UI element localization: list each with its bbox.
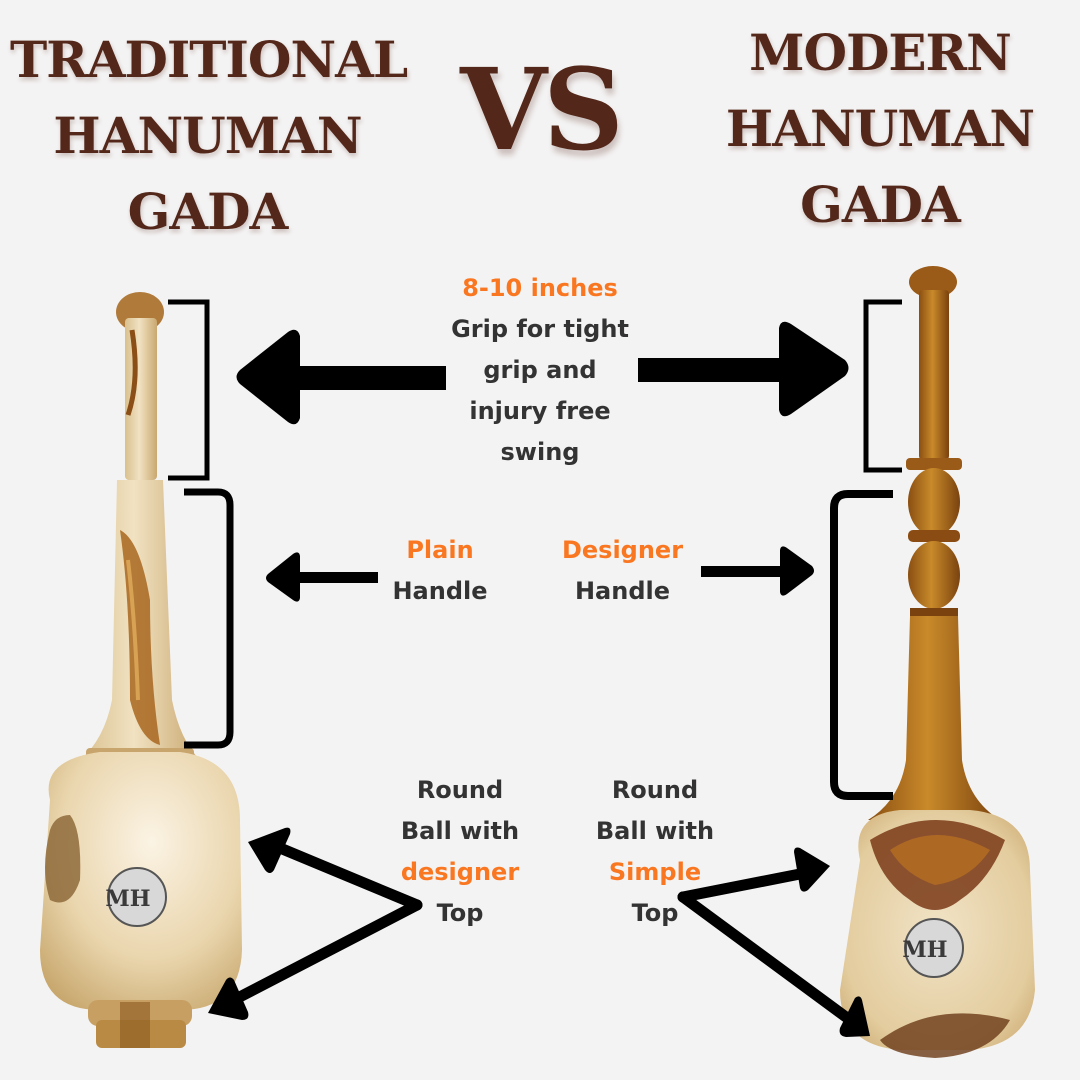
title-line: GADA (127, 182, 289, 241)
grip-annotation: 8-10 inches Grip for tight grip and inju… (420, 268, 660, 473)
designer-handle-annotation: Designer Handle (540, 530, 705, 612)
simple-top-ball-annotation: Round Ball with Simple Top (575, 770, 735, 934)
handle-label: Handle (392, 577, 488, 605)
bracket-left-handle (184, 488, 234, 749)
designer-top-ball-annotation: Round Ball with designer Top (380, 770, 540, 934)
arrow-left-ball-icon (208, 827, 423, 1020)
modern-gada: MH (840, 266, 1035, 1058)
bracket-right-grip (863, 299, 902, 473)
arrow-left-grip-icon (236, 329, 446, 425)
arrow-right-handle-icon (701, 546, 814, 596)
grip-text-line: injury free (469, 397, 611, 425)
ball-text-line: Round (416, 776, 504, 804)
plain-handle-annotation: Plain Handle (370, 530, 510, 612)
title-line: MODERN (749, 23, 1012, 82)
bracket-left-grip (168, 299, 210, 481)
traditional-gada: MH (40, 292, 242, 1048)
ball-text-line: Round (611, 776, 699, 804)
title-line: HANUMAN (725, 99, 1035, 158)
badge-letter-m: MH (902, 937, 947, 963)
title-line: TRADITIONAL (10, 30, 408, 89)
ball-top-type: Simple (608, 858, 702, 886)
grip-text-line: swing (500, 438, 580, 466)
title-line: HANUMAN (53, 106, 362, 165)
ball-text-line: Ball with (595, 817, 715, 845)
brand-badge: MH (902, 918, 964, 978)
ball-text-line: Top (436, 899, 484, 927)
arrow-right-grip-icon (638, 321, 849, 417)
badge-letter-m: MH (105, 886, 150, 912)
handle-type: Designer (561, 536, 684, 564)
vs-label: VS (460, 45, 624, 176)
bracket-right-handle (830, 490, 893, 800)
grip-text-line: Grip for tight (451, 315, 629, 343)
ball-text-line: Top (631, 899, 679, 927)
arrow-right-ball-icon (677, 847, 870, 1037)
ball-top-type: designer (400, 858, 520, 886)
grip-text-line: grip and (483, 356, 597, 384)
traditional-gada-title: TRADITIONAL HANUMAN GADA (10, 22, 408, 250)
title-line: GADA (800, 175, 961, 234)
grip-length: 8-10 inches (462, 274, 618, 302)
brand-badge: MH (105, 867, 167, 927)
ball-text-line: Ball with (400, 817, 520, 845)
handle-type: Plain (406, 536, 474, 564)
modern-gada-title: MODERN HANUMAN GADA (720, 15, 1040, 243)
handle-label: Handle (574, 577, 671, 605)
arrow-left-handle-icon (266, 552, 378, 602)
